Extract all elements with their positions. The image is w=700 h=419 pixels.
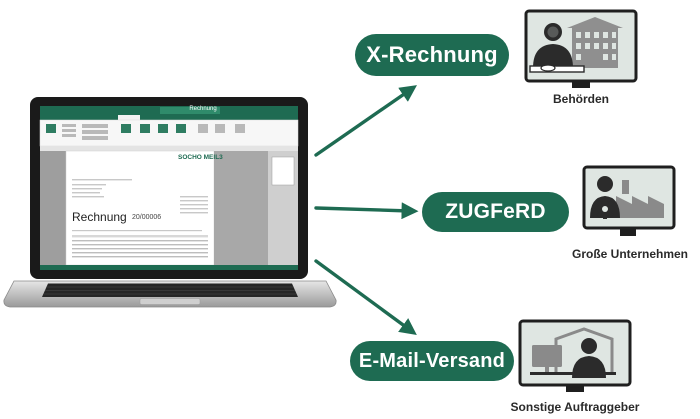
email-versand-label: E-Mail-Versand bbox=[350, 341, 514, 381]
building-icon bbox=[567, 17, 623, 68]
desk-monitor-icon bbox=[532, 345, 562, 374]
arrow-to-x-rechnung bbox=[314, 85, 417, 157]
monitor-grosse-unternehmen bbox=[582, 165, 676, 236]
gear-icon bbox=[595, 199, 615, 219]
page-thumbnail bbox=[271, 156, 295, 186]
x-rechnung-label: X-Rechnung bbox=[355, 34, 509, 76]
arrows bbox=[314, 85, 419, 336]
monitor-behoerden bbox=[524, 9, 638, 88]
invoice-number: 20/00006 bbox=[132, 214, 162, 221]
grosse-unternehmen-label: Große Unternehmen bbox=[571, 247, 688, 261]
app-window-title: Rechnung bbox=[189, 106, 217, 112]
monitor-sonstige-auftraggeber bbox=[518, 319, 632, 392]
arrow-to-email bbox=[314, 259, 417, 336]
sonstige-auftraggeber-label: Sonstige Auftraggeber bbox=[510, 400, 640, 414]
arrow-to-zugferd bbox=[314, 202, 419, 220]
laptop-illustration bbox=[3, 97, 337, 308]
app-ribbon bbox=[39, 119, 299, 147]
invoice-heading: Rechnung bbox=[72, 210, 127, 224]
official-person-icon bbox=[529, 23, 585, 73]
zugferd-label: ZUGFeRD bbox=[422, 192, 569, 232]
laptop-trackpad bbox=[139, 298, 201, 305]
laptop-keyboard bbox=[42, 283, 298, 297]
desk-icon bbox=[530, 372, 616, 375]
behoerden-label: Behörden bbox=[552, 92, 609, 106]
invoice-logo-text: SOCHO MEIL3 bbox=[178, 154, 223, 161]
factory-icon bbox=[616, 180, 664, 218]
